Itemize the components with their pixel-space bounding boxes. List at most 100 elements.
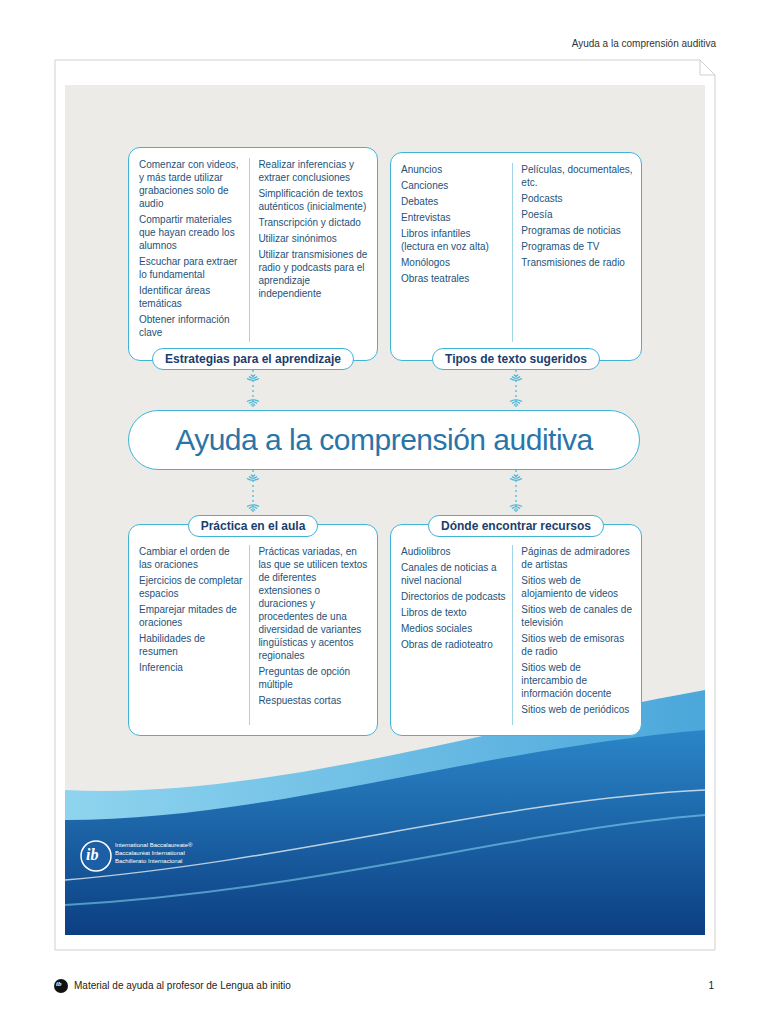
wave-line: [65, 815, 705, 905]
signal-mark: [249, 477, 257, 479]
list-item: Monólogos: [401, 256, 506, 269]
list-item: Cambiar el orden de las oraciones: [139, 545, 243, 571]
box-frame: Cambiar el orden de las oracionesEjercic…: [128, 524, 378, 736]
page-number: 1: [708, 980, 714, 991]
ib-logo-ring: [81, 841, 111, 871]
signal-mark: [249, 377, 257, 379]
logo-text: ib: [56, 981, 61, 989]
list-item: Habilidades de resumen: [139, 632, 243, 658]
signal-mark: [247, 400, 259, 402]
list-item: Medios sociales: [401, 622, 506, 635]
signal-mark: [251, 375, 255, 377]
list-item: Podcasts: [521, 192, 633, 205]
list-item: Sitios web de emisoras de radio: [521, 632, 633, 658]
heading-holder: Estrategias para el aprendizaje: [128, 348, 378, 370]
list-column: AnunciosCancionesDebatesEntrevistasLibro…: [401, 163, 512, 342]
box-frame: Comenzar con videos, y más tarde utiliza…: [128, 147, 378, 361]
signal-mark: [512, 402, 520, 404]
organisation-name: Baccalauréat International: [115, 850, 185, 857]
list-item: Respuestas cortas: [258, 694, 369, 707]
list-item: Realizar inferencias y extraer conclusio…: [258, 158, 369, 184]
box-frame: AnunciosCancionesDebatesEntrevistasLibro…: [390, 152, 642, 361]
logo-text: ib: [86, 846, 98, 864]
list-item: Utilizar transmisiones de radio y podcas…: [258, 248, 369, 300]
box-frame: AudiolibrosCanales de noticias a nivel n…: [390, 524, 642, 736]
wave-base: [65, 730, 705, 935]
category-box: Dónde encontrar recursosAudiolibrosCanal…: [390, 515, 642, 736]
list-item: Obras de radioteatro: [401, 638, 506, 651]
list-item: Sitios web de intercambio de información…: [521, 661, 633, 700]
topic-title: Ayuda a la comprensión auditiva: [175, 423, 593, 457]
list-item: Libros de texto: [401, 606, 506, 619]
list-item: Sitios web de periódicos: [521, 703, 633, 716]
signal-mark: [512, 507, 520, 509]
list-item: Entrevistas: [401, 211, 506, 224]
list-item: Obtener información clave: [139, 313, 243, 339]
panel-ground: [65, 85, 705, 935]
list-column: Prácticas variadas, en las que se utilic…: [249, 545, 369, 725]
signal-mark: [512, 477, 520, 479]
list-column: Cambiar el orden de las oracionesEjercic…: [139, 545, 249, 725]
page-fold: [700, 60, 715, 75]
signal-mark: [510, 379, 522, 381]
list-item: Transmisiones de radio: [521, 256, 633, 269]
signal-mark: [247, 505, 259, 507]
list-item: Inferencia: [139, 661, 243, 674]
page-outline: [55, 60, 715, 950]
signal-mark: [249, 507, 257, 509]
list-item: Transcripción y dictado: [258, 216, 369, 229]
list-item: Emparejar mitades de oraciones: [139, 603, 243, 629]
signal-mark: [251, 509, 255, 511]
category-box: AnunciosCancionesDebatesEntrevistasLibro…: [390, 152, 642, 370]
list-item: Preguntas de opción múltiple: [258, 665, 369, 691]
signal-mark: [512, 377, 520, 379]
category-heading: Estrategias para el aprendizaje: [152, 348, 354, 370]
wave-line: [65, 790, 705, 880]
heading-holder: Dónde encontrar recursos: [390, 515, 642, 537]
signal-mark: [514, 509, 518, 511]
signal-mark: [510, 400, 522, 402]
list-item: Canciones: [401, 179, 506, 192]
signal-mark: [249, 402, 257, 404]
list-item: Programas de TV: [521, 240, 633, 253]
list-item: Compartir materiales que hayan creado lo…: [139, 213, 243, 252]
signal-mark: [251, 404, 255, 406]
list-item: Obras teatrales: [401, 272, 506, 285]
list-item: Poesía: [521, 208, 633, 221]
signal-mark: [510, 505, 522, 507]
organisation-name: Bachillerato Internacional: [115, 858, 182, 865]
list-item: Canales de noticias a nivel nacional: [401, 561, 506, 587]
list-column: Películas, documentales, etc.PodcastsPoe…: [512, 163, 633, 342]
signal-mark: [251, 475, 255, 477]
list-item: Directorios de podcasts: [401, 590, 506, 603]
list-column: Comenzar con videos, y más tarde utiliza…: [139, 158, 249, 342]
signal-mark: [510, 479, 522, 481]
running-header: Ayuda a la comprensión auditiva: [572, 38, 716, 49]
signal-mark: [247, 479, 259, 481]
list-item: Sitios web de alojamiento de videos: [521, 574, 633, 600]
signal-mark: [514, 475, 518, 477]
category-box: Práctica en el aulaCambiar el orden de l…: [128, 515, 378, 736]
list-item: Audiolibros: [401, 545, 506, 558]
heading-holder: Tipos de texto sugeridos: [390, 348, 642, 370]
list-item: Identificar áreas temáticas: [139, 284, 243, 310]
list-item: Páginas de admiradores de artistas: [521, 545, 633, 571]
list-item: Prácticas variadas, en las que se utilic…: [258, 545, 369, 662]
list-item: Sitios web de canales de televisión: [521, 603, 633, 629]
list-column: Realizar inferencias y extraer conclusio…: [249, 158, 369, 342]
list-item: Ejercicios de completar espacios: [139, 574, 243, 600]
list-item: Escuchar para extraer lo fundamental: [139, 255, 243, 281]
category-heading: Tipos de texto sugeridos: [432, 348, 600, 370]
central-topic: Ayuda a la comprensión auditiva: [128, 410, 640, 470]
ib-footer-logo: [54, 979, 68, 993]
list-item: Libros infantiles (lectura en voz alta): [401, 227, 506, 253]
list-item: Comenzar con videos, y más tarde utiliza…: [139, 158, 243, 210]
list-item: Programas de noticias: [521, 224, 633, 237]
signal-mark: [514, 404, 518, 406]
organisation-name: International Baccalaureate®: [115, 842, 192, 849]
list-column: AudiolibrosCanales de noticias a nivel n…: [401, 545, 512, 725]
list-item: Debates: [401, 195, 506, 208]
list-item: Utilizar sinónimos: [258, 232, 369, 245]
